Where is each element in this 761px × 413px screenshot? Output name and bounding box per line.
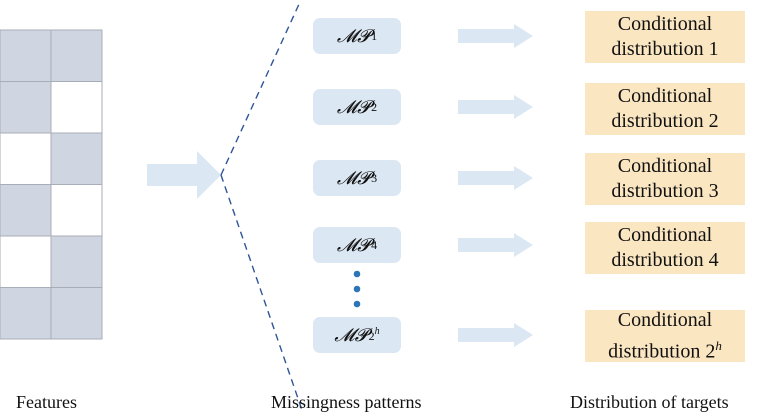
pattern-label: 𝓜𝓟 [334, 324, 368, 345]
distribution-box-1: Conditional distribution 1 [585, 11, 745, 63]
distribution-line2: distribution 3 [611, 180, 719, 202]
missing-cell [0, 132, 52, 185]
features-label: Features [16, 392, 77, 412]
distribution-line2: distribution 4 [611, 249, 719, 271]
observed-cell [50, 287, 103, 340]
observed-cell [50, 29, 103, 82]
missing-cell [50, 184, 103, 237]
pattern-subscript: 4 [371, 237, 378, 252]
observed-cell [50, 132, 103, 185]
missing-cell [50, 81, 103, 134]
distribution-box-2h: Conditional distribution 2h [585, 308, 745, 363]
distribution-box-2: Conditional distribution 2 [585, 83, 745, 135]
dashed-line-lower [220, 174, 303, 411]
observed-cell [0, 81, 52, 134]
missingness-patterns-label: Missingness patterns [271, 392, 422, 412]
features-arrow [147, 151, 221, 199]
pattern-to-distribution-arrow [458, 233, 533, 257]
distribution-line2: distribution 2 [611, 110, 719, 132]
observed-cell [0, 29, 52, 82]
pattern-subscript: 3 [371, 170, 378, 185]
distribution-line1: Conditional [617, 155, 713, 177]
pattern-label: 𝓜𝓟 [336, 167, 371, 188]
ellipsis-dot [353, 300, 361, 308]
pattern-arrows [458, 24, 533, 347]
pattern-to-distribution-arrow [458, 24, 533, 48]
pattern-to-distribution-arrow [458, 323, 533, 347]
distribution-line2: distribution 2 [608, 340, 716, 363]
dashed-line-upper [220, 1, 301, 176]
ellipsis-dot [353, 270, 361, 278]
distribution-line1: Conditional [617, 13, 713, 35]
distribution-line1: Conditional [617, 85, 713, 107]
pattern-subscript: 1 [371, 28, 378, 43]
pattern-to-distribution-arrow [458, 95, 533, 119]
pattern-label: 𝓜𝓟 [336, 96, 371, 117]
pattern-superscript: h [374, 326, 380, 337]
observed-cell [0, 287, 52, 340]
distribution-line1: Conditional [617, 224, 713, 246]
pattern-subscript: 2 [368, 329, 375, 343]
pattern-subscript: 2 [371, 99, 378, 114]
distribution-line1: Conditional [617, 308, 713, 331]
pattern-to-distribution-arrow [458, 166, 533, 190]
feature-grid [0, 29, 103, 340]
observed-cell [50, 235, 103, 288]
distribution-line2: distribution 1 [611, 38, 719, 60]
distribution-box-3: Conditional distribution 3 [585, 153, 745, 205]
distribution-box-4: Conditional distribution 4 [585, 222, 745, 274]
ellipsis-dot [353, 285, 361, 293]
distribution-superscript: h [715, 337, 722, 353]
pattern-label: 𝓜𝓟 [336, 25, 371, 46]
observed-cell [0, 184, 52, 237]
pattern-label: 𝓜𝓟 [336, 234, 371, 255]
missing-cell [0, 235, 52, 288]
distribution-of-targets-label: Distribution of targets [570, 392, 729, 412]
